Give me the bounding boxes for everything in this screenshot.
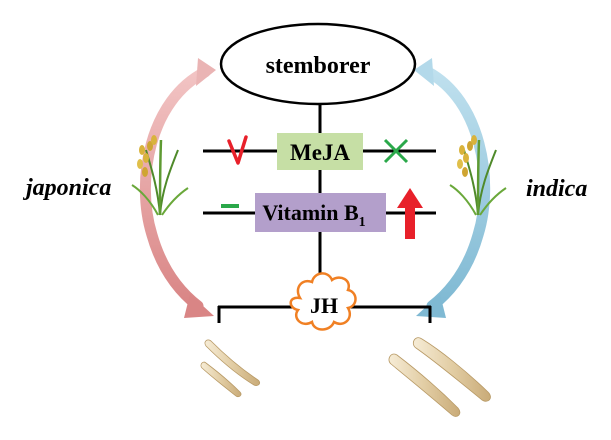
vitamin-b1-label: Vitamin B1: [262, 200, 365, 230]
check-mark-icon: [227, 135, 248, 165]
vitamin-b1-node: Vitamin B1: [255, 193, 386, 232]
rice-plant-right-icon: [449, 135, 507, 216]
jh-label: JH: [310, 293, 338, 318]
up-arrow-icon: [397, 188, 423, 239]
larva-small-2-icon: [200, 361, 242, 398]
meja-label: MeJA: [290, 140, 350, 165]
vitamin-b1-subscript: 1: [359, 215, 366, 230]
vitamin-b1-text: Vitamin B: [262, 200, 359, 225]
stemborer-label: stemborer: [266, 53, 371, 79]
indica-label: indica: [526, 176, 587, 202]
rice-plant-left-icon: [131, 135, 189, 216]
jh-cloud-node: JH: [289, 272, 357, 331]
japonica-label: japonica: [22, 175, 111, 201]
meja-node: MeJA: [277, 133, 363, 170]
larva-large-2-icon: [388, 353, 461, 417]
left-curved-arrow: [139, 58, 216, 318]
cross-mark-icon: [383, 138, 409, 164]
larva-large-1-icon: [413, 337, 491, 402]
larva-small-1-icon: [204, 339, 261, 386]
stemborer-node: stemborer: [219, 22, 417, 106]
